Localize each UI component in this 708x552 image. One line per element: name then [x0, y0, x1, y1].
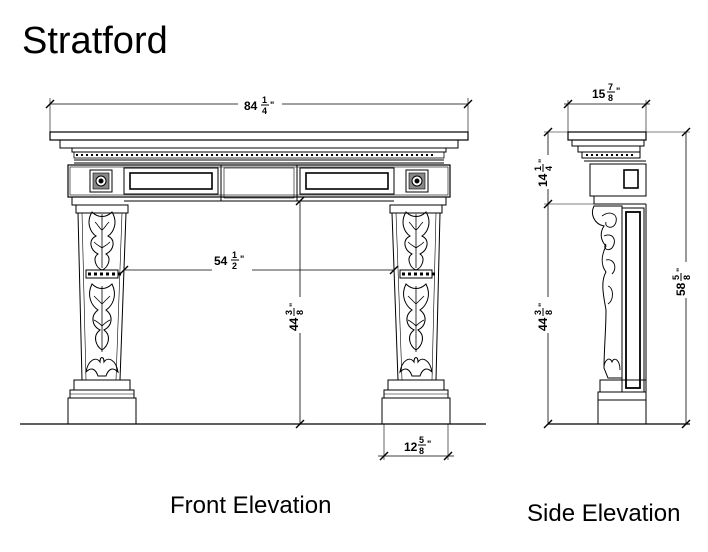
svg-text:1: 1	[262, 95, 267, 105]
svg-text:": "	[240, 254, 244, 264]
svg-text:7: 7	[608, 82, 613, 92]
svg-text:4: 4	[262, 106, 267, 116]
dim-depth: 15 7 8 "	[588, 82, 624, 103]
front-elevation-caption: Front Elevation	[170, 492, 332, 519]
dentil-molding	[73, 151, 445, 159]
svg-text:58: 58	[674, 282, 688, 296]
side-elevation-caption: Side Elevation	[527, 500, 681, 527]
svg-text:": "	[270, 100, 274, 110]
svg-text:": "	[537, 159, 547, 163]
svg-text:8: 8	[544, 310, 554, 315]
svg-text:14: 14	[536, 173, 550, 187]
svg-text:2: 2	[232, 261, 237, 271]
svg-text:8: 8	[419, 446, 424, 456]
svg-text:3: 3	[533, 310, 543, 315]
frieze	[67, 164, 451, 198]
mantel-shelf	[49, 131, 469, 141]
svg-text:8: 8	[295, 310, 305, 315]
dim-side-opening-height: 44 3 8 "	[533, 297, 554, 333]
svg-text:1: 1	[232, 250, 237, 260]
right-pilaster	[381, 204, 451, 425]
svg-text:44: 44	[287, 317, 301, 331]
dim-overall-width: 84 1 4 "	[238, 95, 282, 116]
frieze-center-tablet	[220, 164, 298, 202]
frieze-panel-left	[123, 167, 219, 195]
svg-text:44: 44	[536, 317, 550, 331]
svg-text:": "	[616, 86, 620, 96]
dim-frieze-height: 14 1 4 "	[533, 155, 554, 189]
left-rosette-block	[89, 169, 113, 193]
side-elevation	[543, 99, 691, 429]
drawing-title: Stratford	[22, 20, 168, 62]
svg-text:4: 4	[544, 166, 554, 171]
front-elevation	[20, 98, 486, 461]
svg-text:3: 3	[284, 310, 294, 315]
svg-text:5: 5	[419, 435, 424, 445]
left-pilaster	[67, 204, 137, 425]
dim-opening-height: 44 3 8 "	[284, 297, 305, 333]
dim-overall-height: 58 5 8 "	[671, 262, 692, 298]
svg-text:12: 12	[404, 440, 418, 454]
svg-text:5: 5	[671, 275, 681, 280]
dim-opening-width: 54 1 2 "	[212, 250, 252, 274]
svg-text:": "	[288, 303, 298, 307]
svg-text:": "	[537, 303, 547, 307]
svg-text:1: 1	[533, 166, 543, 171]
svg-text:84: 84	[244, 99, 258, 113]
svg-text:": "	[675, 268, 685, 272]
svg-text:": "	[427, 439, 431, 449]
console-scroll	[591, 205, 623, 379]
svg-text:8: 8	[608, 93, 613, 103]
frieze-panel-right	[299, 167, 395, 195]
svg-text:15: 15	[592, 87, 606, 101]
svg-text:8: 8	[682, 275, 692, 280]
dim-leg-width: 12 5 8 "	[404, 435, 431, 456]
svg-text:54: 54	[214, 254, 228, 268]
right-rosette-block	[405, 169, 429, 193]
